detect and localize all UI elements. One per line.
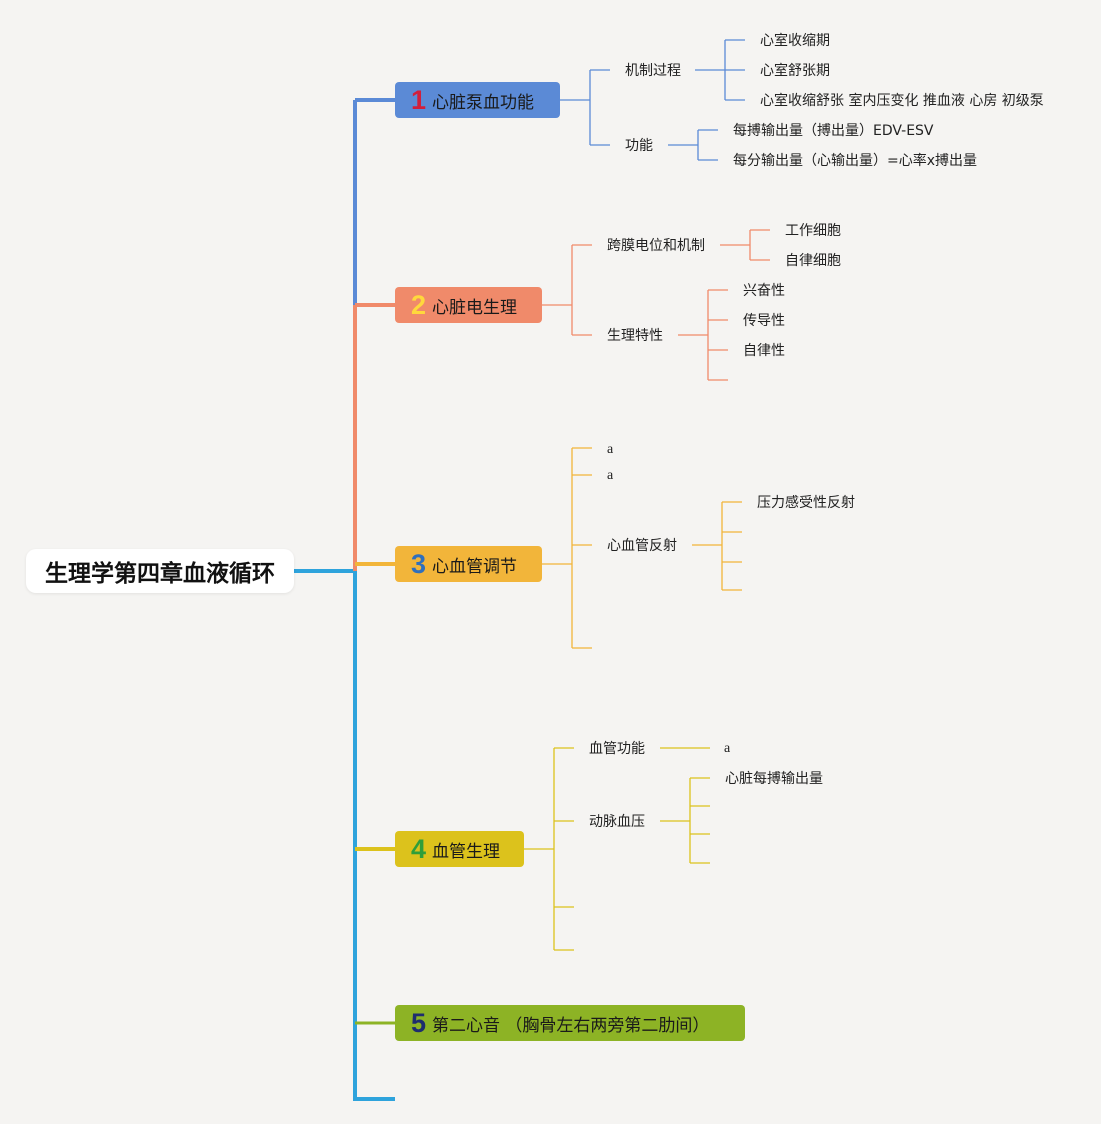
leaf-cycle-summary[interactable]: 心室收缩舒张 室内压变化 推血液 心房 初级泵 — [760, 93, 1044, 109]
subtree-4 — [524, 747, 574, 951]
subtopic-membrane-potential[interactable]: 跨膜电位和机制 — [607, 238, 705, 254]
branch-label-3: 心血管调节 — [432, 556, 518, 577]
leaf-baroreceptor-reflex[interactable]: 压力感受性反射 — [757, 495, 855, 511]
leaf-conductivity[interactable]: 传导性 — [743, 313, 785, 329]
leaf-stroke-volume[interactable]: 每搏输出量（搏出量）EDV-ESV — [733, 123, 934, 139]
branch-topic-3[interactable]: 3 心血管调节 — [395, 546, 542, 582]
subtree-3 — [542, 447, 592, 649]
root-topic[interactable]: 生理学第四章血液循环 — [26, 549, 294, 593]
branch-number-1: 1 — [411, 85, 427, 115]
leaf-excitability[interactable]: 兴奋性 — [743, 283, 785, 299]
leaf-autorhythmic-cell[interactable]: 自律细胞 — [785, 253, 841, 269]
leaf-a[interactable]: a — [724, 741, 731, 756]
branch-number-5: 5 — [411, 1008, 427, 1038]
subtopic-a-1[interactable]: a — [607, 442, 614, 457]
leaves-4b — [660, 777, 710, 864]
subtopic-physiological-properties[interactable]: 生理特性 — [607, 328, 663, 344]
subtopic-mechanism[interactable]: 机制过程 — [625, 63, 681, 79]
branch-label-1: 心脏泵血功能 — [432, 92, 535, 113]
branch-topic-1[interactable]: 1 心脏泵血功能 — [395, 82, 560, 118]
branch-number-3: 3 — [411, 549, 427, 579]
subtree-2 — [542, 244, 592, 336]
trunk-lower — [353, 571, 395, 1101]
subtree-1 — [560, 69, 610, 146]
subtopic-vascular-function[interactable]: 血管功能 — [589, 741, 645, 757]
leaves-2b — [678, 289, 728, 381]
branch-label-2: 心脏电生理 — [432, 297, 518, 318]
branch-number-2: 2 — [411, 290, 427, 320]
leaf-autorhythmicity[interactable]: 自律性 — [743, 343, 785, 359]
leaves-3 — [692, 501, 742, 591]
branch-topic-2[interactable]: 2 心脏电生理 — [395, 287, 542, 323]
subtopic-cardiovascular-reflex[interactable]: 心血管反射 — [607, 538, 677, 554]
leaf-systole[interactable]: 心室收缩期 — [760, 33, 830, 49]
branch-topic-5[interactable]: 5 第二心音 （胸骨左右两旁第二肋间） — [395, 1005, 745, 1041]
leaves-1b — [668, 129, 718, 161]
leaf-stroke-output[interactable]: 心脏每搏输出量 — [725, 771, 823, 787]
subtopic-arterial-pressure[interactable]: 动脉血压 — [589, 814, 645, 830]
leaves-1a — [695, 39, 745, 101]
leaf-working-cell[interactable]: 工作细胞 — [785, 223, 841, 239]
root-topic-label: 生理学第四章血液循环 — [45, 561, 275, 587]
leaves-2a — [720, 229, 770, 261]
branch-number-4: 4 — [411, 834, 427, 864]
leaf-cardiac-output[interactable]: 每分输出量（心输出量）=心率x搏出量 — [733, 153, 978, 169]
branch-label-4: 血管生理 — [432, 841, 501, 862]
leaf-diastole[interactable]: 心室舒张期 — [760, 63, 830, 79]
branch-label-5: 第二心音 （胸骨左右两旁第二肋间） — [432, 1015, 710, 1036]
branch-topic-4[interactable]: 4 血管生理 — [395, 831, 524, 867]
subtopic-function[interactable]: 功能 — [625, 138, 653, 154]
subtopic-a-2[interactable]: a — [607, 468, 614, 483]
